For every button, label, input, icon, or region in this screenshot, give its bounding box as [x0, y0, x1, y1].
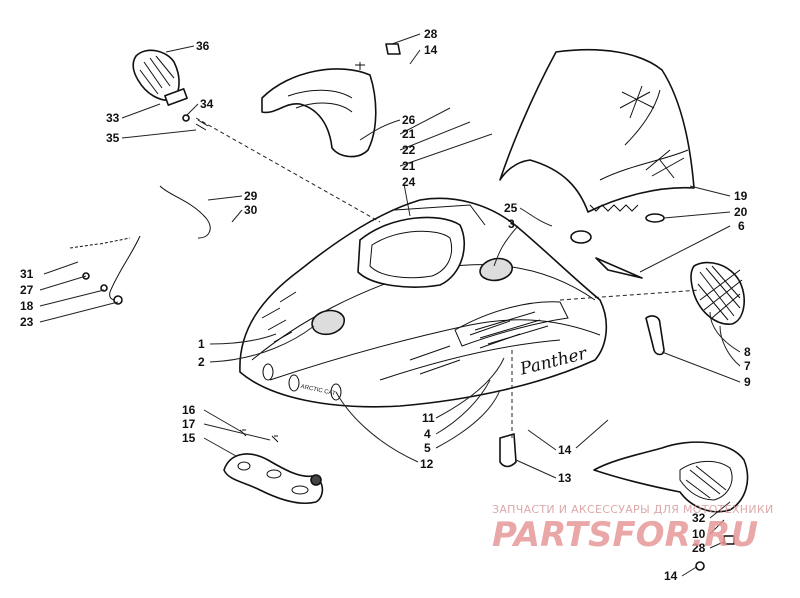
callout-25: 25	[504, 201, 518, 215]
hood: Panther ARCTIC CAT	[239, 197, 608, 408]
clip-fastener	[723, 535, 735, 545]
callout-9: 9	[744, 375, 751, 389]
callout-12: 12	[420, 457, 434, 471]
callout-31: 31	[20, 267, 34, 281]
callout-6: 6	[738, 219, 745, 233]
callout-7: 7	[744, 359, 751, 373]
callout-1: 1	[198, 337, 205, 351]
dash-console	[261, 62, 377, 158]
side-bracket	[645, 315, 665, 356]
side-emblem-mid	[288, 374, 300, 392]
callout-19: 19	[734, 189, 748, 203]
mirror-screw	[195, 119, 209, 131]
callout-28-bottom: 28	[692, 541, 706, 555]
callout-10: 10	[692, 527, 706, 541]
callout-36: 36	[196, 39, 210, 53]
callout-29: 29	[244, 189, 258, 203]
callout-24: 24	[402, 175, 416, 189]
mirror	[132, 49, 188, 106]
top-clip	[385, 43, 401, 55]
callout-4: 4	[424, 427, 431, 441]
bottom-screw	[695, 561, 705, 571]
callout-21-a: 21	[402, 127, 416, 141]
mount-bracket	[499, 433, 517, 468]
callout-35: 35	[106, 131, 120, 145]
watermark-tagline: ЗАПЧАСТИ И АКСЕССУАРЫ ДЛЯ МОТОТЕХНИКИ	[492, 503, 774, 516]
side-panel	[593, 441, 749, 513]
trim-strip	[595, 257, 643, 279]
callout-21-b: 21	[402, 159, 416, 173]
hardware-cables	[69, 185, 211, 305]
leader-lines	[195, 117, 701, 440]
callout-18: 18	[20, 299, 34, 313]
bracket-screw-b	[271, 435, 279, 443]
side-emblem-left	[262, 363, 274, 381]
windshield	[499, 48, 695, 213]
callout-15: 15	[182, 431, 196, 445]
callout-3: 3	[508, 217, 515, 231]
callout-leaders	[39, 33, 741, 577]
callout-22: 22	[402, 143, 416, 157]
windshield-grommet	[645, 213, 665, 223]
callout-5: 5	[424, 441, 431, 455]
latch-bracket	[223, 453, 324, 505]
callout-14-mid: 14	[558, 443, 572, 457]
callout-11: 11	[422, 411, 435, 425]
mirror-washer	[182, 114, 190, 122]
callout-14-top: 14	[424, 43, 438, 57]
callout-17: 17	[182, 417, 196, 431]
callout-33: 33	[106, 111, 120, 125]
callout-labels: 36 33 34 35 28 14 26 21 22 21 24 29 30 3…	[20, 27, 751, 583]
callout-2: 2	[198, 355, 205, 369]
callout-34: 34	[200, 97, 214, 111]
callout-28-top: 28	[424, 27, 438, 41]
callout-30: 30	[244, 203, 258, 217]
headlight-lens	[690, 261, 745, 325]
callout-20: 20	[734, 205, 748, 219]
watermark-logo: PARTSFOR.RU	[492, 515, 758, 555]
callout-23: 23	[20, 315, 34, 329]
hood-grommet	[570, 230, 592, 244]
callout-14-bottom: 14	[664, 569, 678, 583]
callout-8: 8	[744, 345, 751, 359]
watermark: ЗАПЧАСТИ И АКСЕССУАРЫ ДЛЯ МОТОТЕХНИКИ PA…	[492, 503, 774, 555]
callout-26: 26	[402, 113, 416, 127]
callout-27: 27	[20, 283, 34, 297]
side-emblem-right	[330, 383, 342, 401]
callout-16: 16	[182, 403, 196, 417]
callout-13: 13	[558, 471, 572, 485]
callout-32: 32	[692, 511, 706, 525]
